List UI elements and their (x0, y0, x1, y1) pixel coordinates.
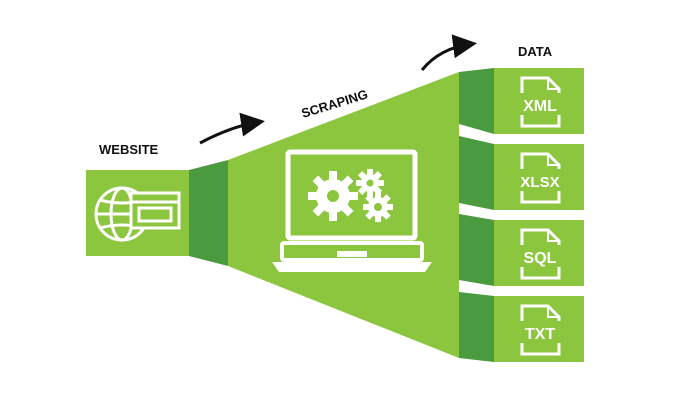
data-outputs (459, 68, 584, 362)
website-label: WEBSITE (99, 142, 159, 157)
data-label: DATA (518, 44, 553, 59)
scraping-funnel (228, 72, 459, 358)
output-connector-txt (459, 292, 494, 362)
curved-arrow-icon (420, 34, 477, 71)
format-label-xlsx: XLSX (520, 174, 559, 191)
output-connector-xlsx (459, 136, 494, 210)
xlsx-file-icon: XLSX (512, 152, 568, 204)
output-connector-sql (459, 214, 494, 286)
output-connector-xml (459, 68, 494, 134)
format-label-txt: TXT (525, 326, 555, 343)
xml-file-icon: XML (514, 76, 566, 128)
sql-file-icon: SQL (514, 228, 566, 280)
format-label-xml: XML (523, 98, 557, 115)
curved-arrow-icon (199, 112, 265, 145)
gear-small-icon (363, 192, 393, 222)
laptop-gears-icon (272, 149, 432, 272)
txt-file-icon: TXT (514, 304, 566, 356)
website-connector (189, 160, 228, 266)
gear-icon (308, 171, 358, 221)
web-browser-globe-icon (94, 186, 181, 242)
format-label-sql: SQL (524, 250, 557, 267)
